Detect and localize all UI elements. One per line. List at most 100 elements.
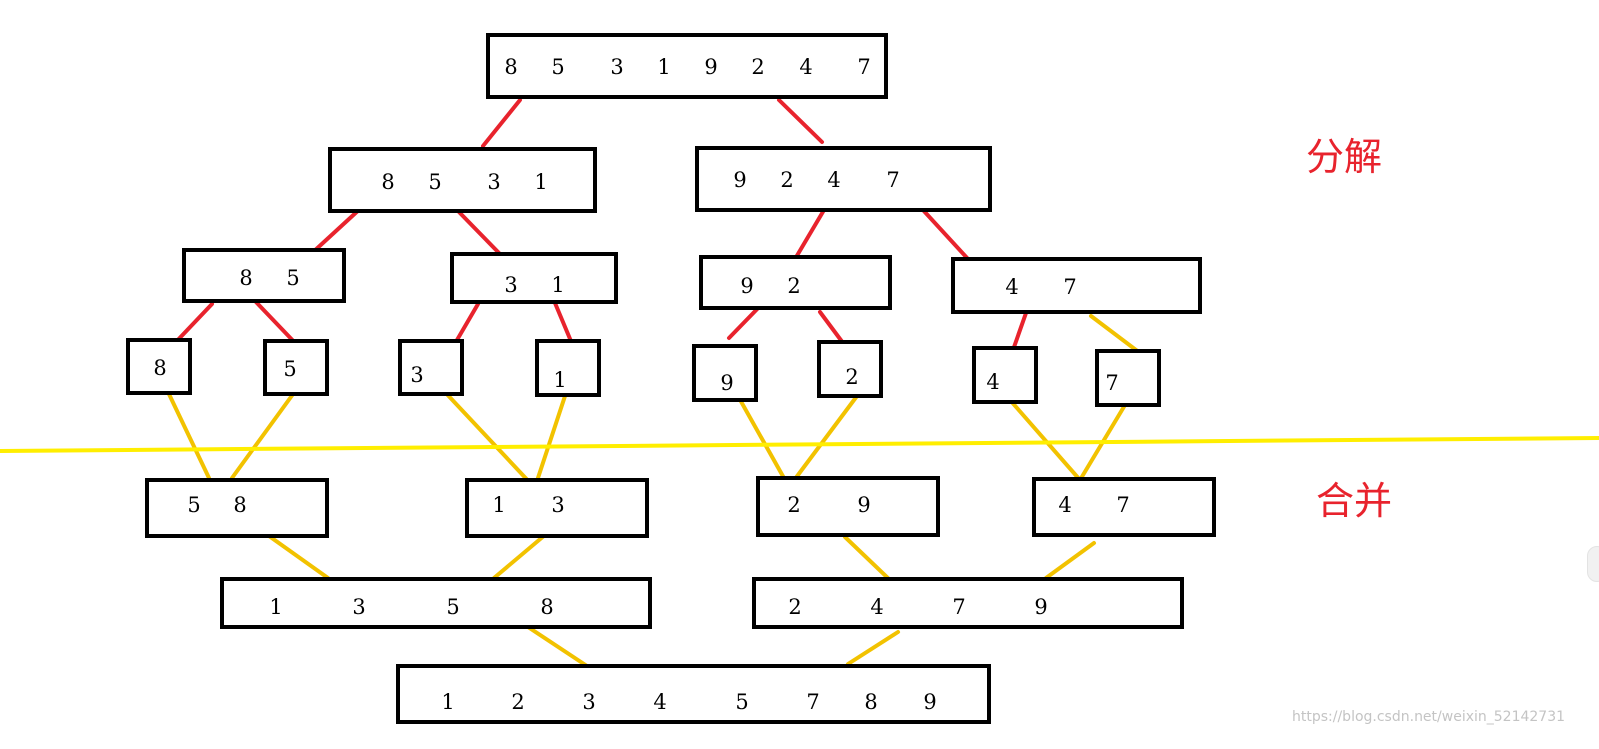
array-value: 3 [410, 363, 423, 387]
array-value: 5 [286, 266, 299, 290]
merge-section-label: 合并 [1316, 479, 1392, 523]
array-value: 5 [551, 55, 564, 79]
array-value: 2 [845, 365, 858, 389]
side-scroll-handle[interactable] [1587, 546, 1599, 582]
split-connector-line [777, 98, 824, 144]
array-value: 8 [233, 493, 246, 517]
array-value: 7 [1105, 371, 1118, 395]
merge-connector-line [166, 390, 211, 480]
array-box-frame [145, 478, 329, 538]
array-box-frame [752, 577, 1184, 629]
array-value: 8 [153, 356, 166, 380]
array-value: 2 [788, 595, 801, 619]
merge-connector-line [1078, 398, 1130, 482]
merge-connector-line [523, 623, 592, 670]
array-value: 5 [187, 493, 200, 517]
array-value: 3 [551, 493, 564, 517]
array-box-frame [695, 146, 992, 212]
split-connector-line [457, 210, 501, 255]
split-connector-line [310, 206, 363, 255]
array-value: 4 [870, 595, 883, 619]
array-value: 8 [504, 55, 517, 79]
merge-connector-line [732, 387, 791, 489]
array-value: 7 [1063, 275, 1076, 299]
split-connector-line [793, 208, 826, 261]
array-box-frame [692, 344, 758, 402]
array-value: 1 [441, 690, 454, 714]
split-connector-line [553, 301, 575, 348]
array-value: 5 [735, 690, 748, 714]
array-box-frame [450, 252, 618, 304]
array-value: 4 [1058, 493, 1071, 517]
array-value: 8 [540, 595, 553, 619]
array-value: 8 [239, 266, 252, 290]
split-level-3-box-1: 5 [263, 339, 329, 396]
array-box-frame [972, 346, 1038, 404]
array-value: 7 [857, 55, 870, 79]
split-level-3-box-5: 2 [817, 340, 883, 398]
array-value: 1 [269, 595, 282, 619]
split-connector-line [481, 98, 522, 148]
merge-connector-line [787, 394, 859, 489]
split-level-3-box-4: 9 [692, 344, 758, 402]
array-value: 7 [1116, 493, 1129, 517]
split-connector-line [921, 208, 970, 261]
array-value: 5 [283, 357, 296, 381]
array-box-frame [486, 33, 888, 99]
array-value: 9 [740, 274, 753, 298]
array-value: 3 [610, 55, 623, 79]
array-box-frame [396, 664, 991, 724]
array-box-frame [398, 339, 464, 396]
split-merge-divider-line [0, 436, 1599, 453]
array-value: 1 [551, 273, 564, 297]
array-value: 2 [780, 168, 793, 192]
array-value: 4 [799, 55, 812, 79]
array-value: 8 [864, 690, 877, 714]
split-section-label: 分解 [1306, 135, 1382, 179]
array-value: 7 [886, 168, 899, 192]
merge-connector-line [267, 534, 330, 580]
array-box-frame [263, 339, 329, 396]
array-box-frame [1095, 349, 1161, 407]
array-value: 5 [446, 595, 459, 619]
merge-connector-line [843, 535, 892, 582]
array-value: 4 [1005, 275, 1018, 299]
array-value: 1 [534, 170, 547, 194]
array-value: 9 [857, 493, 870, 517]
array-box-frame [535, 339, 601, 397]
split-connector-line [172, 302, 214, 346]
split-connector-line [1011, 311, 1028, 352]
array-box-frame [817, 340, 883, 398]
array-value: 4 [827, 168, 840, 192]
array-value: 9 [1034, 595, 1047, 619]
array-value: 9 [720, 371, 733, 395]
array-box-frame [1032, 477, 1216, 537]
array-box-frame [328, 147, 597, 213]
merge-connector-line [441, 388, 536, 489]
merge-connector-line [846, 630, 900, 666]
split-level-3-box-7: 7 [1095, 349, 1161, 407]
array-value: 2 [511, 690, 524, 714]
merge-connector-line [1044, 541, 1096, 580]
array-value: 5 [428, 170, 441, 194]
array-value: 4 [653, 690, 666, 714]
array-box-frame [465, 478, 649, 538]
split-level-3-box-0: 8 [126, 338, 192, 395]
array-value: 7 [806, 690, 819, 714]
array-value: 4 [986, 370, 999, 394]
csdn-watermark: https://blog.csdn.net/weixin_52142731 [1292, 709, 1565, 725]
array-box-frame [951, 257, 1202, 314]
array-value: 9 [923, 690, 936, 714]
